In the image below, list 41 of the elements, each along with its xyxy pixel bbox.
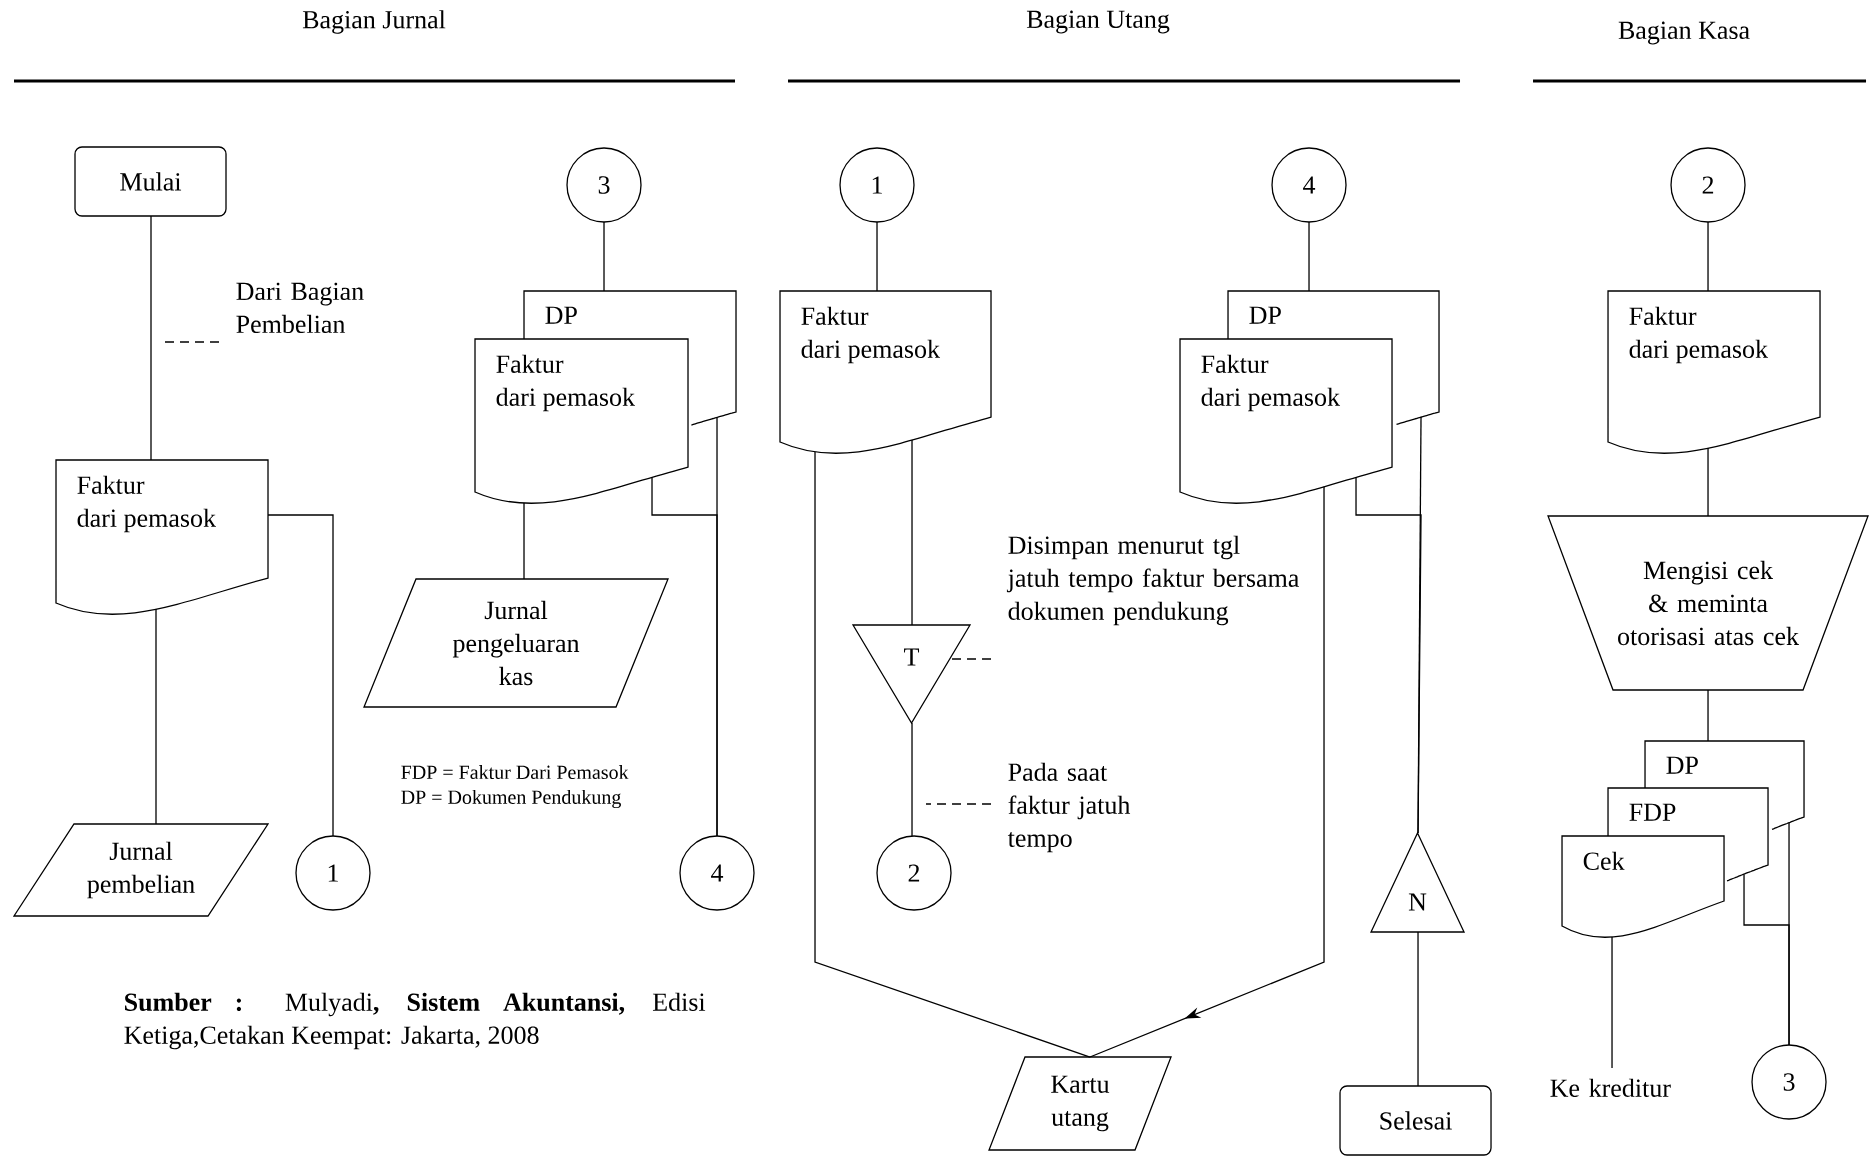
flow-line — [1743, 873, 1790, 1046]
flow-line — [1308, 221, 1310, 292]
abbreviation-note: DP = Dokumen Pendukung — [401, 789, 621, 809]
flow-line — [603, 221, 605, 292]
lane-heading: Bagian Kasa — [1618, 21, 1750, 45]
manual-operation-trapezoid: Mengisi cek & meminta otorisasi atas cek — [1547, 515, 1869, 691]
flow-line — [1707, 447, 1709, 517]
document-shape — [1395, 338, 1440, 426]
flow-line — [1707, 221, 1709, 292]
journal-parallelogram: Kartu utang — [988, 1056, 1172, 1151]
document-shape — [690, 338, 737, 426]
annotation-text: Disimpan menurut tgl jatuh tempo faktur bersama dokumen pendukung — [1006, 535, 1299, 626]
flow-line — [523, 502, 525, 580]
annotation-text: Pada saat faktur jatuh tempo — [1007, 762, 1131, 853]
lane-heading: Bagian Utang — [1026, 10, 1170, 34]
lane-heading: Bagian Jurnal — [302, 10, 446, 34]
flow-line — [1611, 936, 1613, 1069]
terminal-box: Selesai — [1339, 1085, 1492, 1156]
annotation-text: Dari Bagian Pembelian — [236, 282, 364, 334]
annotation-line — [925, 803, 992, 805]
source-note: Sumber : Mulyadi, Sistem Akuntansi, Edisi Ketiga,Cetakan Keempat: Jakarta, 2008 — [124, 992, 706, 1050]
flow-line — [911, 439, 913, 626]
flow-line — [150, 215, 152, 461]
document-shape — [1771, 787, 1805, 831]
flow-line — [814, 451, 1091, 1058]
flow-line — [1355, 476, 1422, 834]
annotation-text: Ke kreditur — [1550, 1078, 1671, 1097]
abbreviation-note: FDP = Faktur Dari Pemasok — [401, 764, 629, 780]
annotation-line — [163, 341, 220, 343]
flow-line — [1707, 689, 1709, 742]
flow-line — [876, 221, 878, 292]
document-shape — [1726, 835, 1769, 882]
journal-parallelogram: Jurnal pengeluaran kas — [363, 578, 669, 708]
flow-line — [267, 514, 334, 837]
annotation-line — [949, 658, 992, 660]
flow-line — [1089, 486, 1325, 1058]
flow-line — [911, 722, 913, 837]
flow-line — [651, 476, 718, 837]
terminal-box: Mulai — [74, 146, 227, 217]
flow-line — [1417, 931, 1419, 1087]
flow-line — [155, 608, 157, 825]
